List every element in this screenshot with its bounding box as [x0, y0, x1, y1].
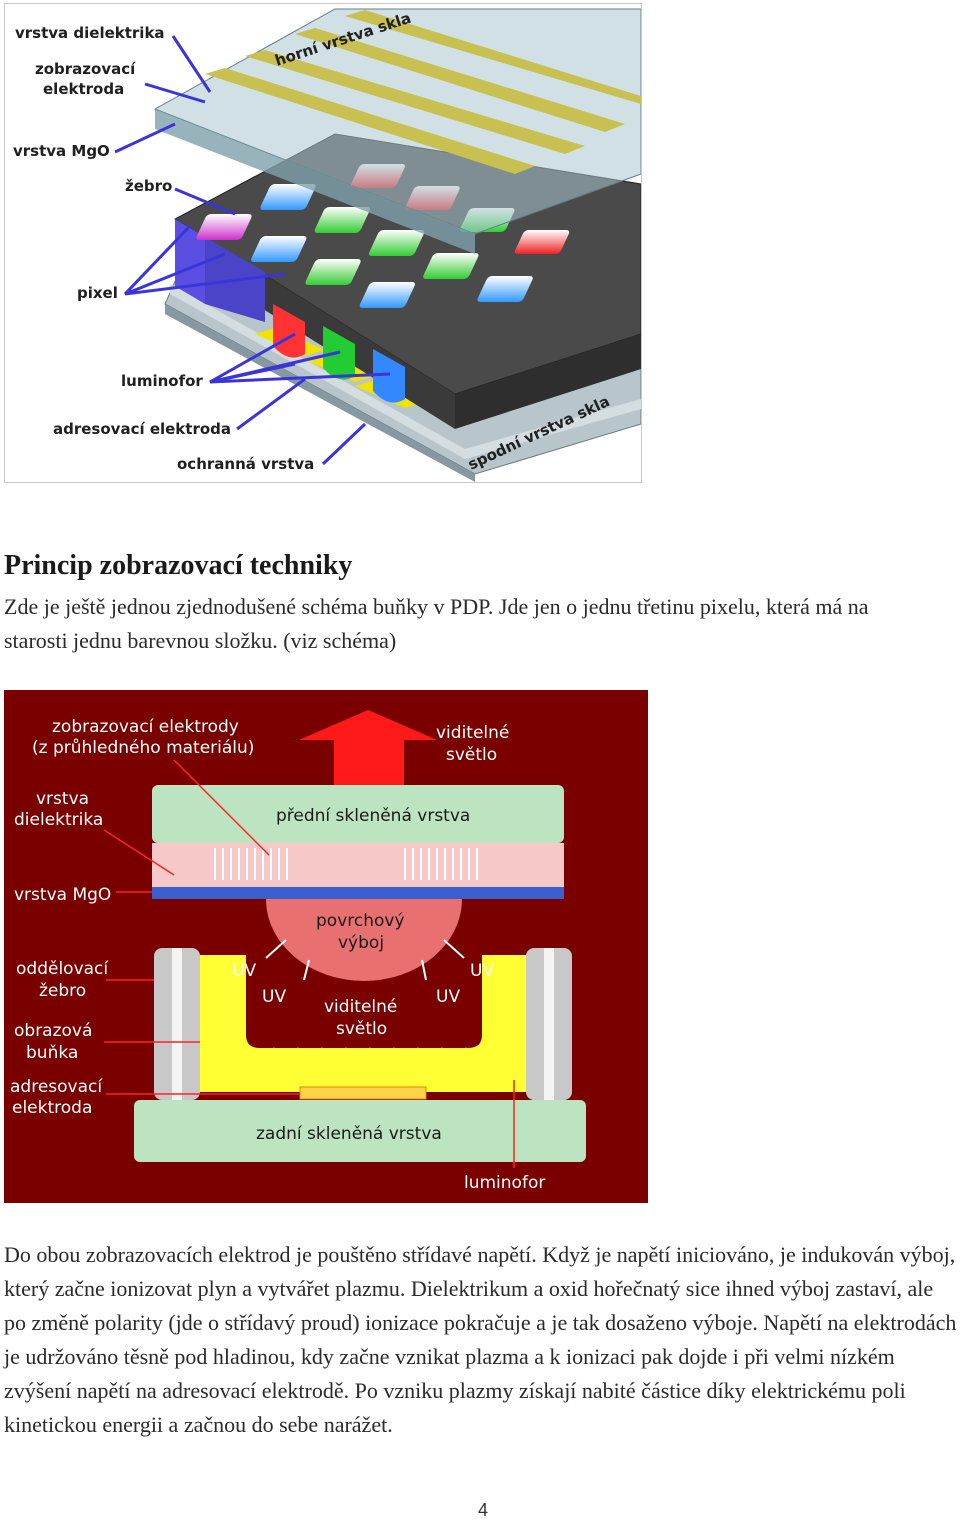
- label-display-cell: obrazová: [14, 1021, 92, 1041]
- pdp-cell-schematic-figure: zobrazovací elektrody (z průhledného mat…: [4, 690, 648, 1203]
- label-protective-layer: ochranná vrstva: [177, 455, 314, 473]
- label-dielectric-2: dielektrika: [14, 810, 103, 830]
- plasma-panel-structure-svg: vrstva dielektrika zobrazovací elektroda…: [13, 8, 641, 482]
- display-electrode-stripe: [245, 50, 585, 154]
- uv-side-arrows: [209, 975, 519, 1041]
- label-display-electrode: zobrazovací: [35, 60, 136, 78]
- label-pointers: [114, 35, 391, 466]
- label-display-cell-2: buňka: [26, 1043, 78, 1063]
- front-glass-layer: [152, 785, 564, 843]
- display-electrode-stripe: [295, 28, 625, 132]
- label-uv-2: UV: [262, 987, 286, 1007]
- visible-light-arrow: [299, 710, 437, 785]
- intro-paragraph: Zde je ještě jednou zjednodušené schéma …: [4, 594, 869, 653]
- visible-light-small-arrows: [242, 1047, 474, 1082]
- label-uv-4: UV: [470, 961, 494, 981]
- uv-rays: [265, 939, 465, 981]
- cell-row: [260, 184, 533, 302]
- display-electrode-stripe: [345, 10, 641, 104]
- display-electrodes: [214, 848, 478, 880]
- address-electrode: [299, 1086, 427, 1100]
- label-visible-light-top-2: světlo: [446, 745, 497, 765]
- label-address-electrode: adresovací elektroda: [53, 420, 231, 438]
- body-paragraph: Do obou zobrazovacích elektrod je pouště…: [4, 1242, 957, 1437]
- section-heading: Princip zobrazovací techniky: [4, 550, 353, 581]
- label-mgo: vrstva MgO: [14, 885, 111, 905]
- dielectric-layer: [152, 843, 564, 887]
- label-separating-rib-2: žebro: [39, 981, 86, 1001]
- label-dielectric: vrstva: [36, 789, 89, 809]
- label-visible-light-mid: viditelné: [324, 997, 397, 1017]
- label-rib: žebro: [125, 177, 172, 195]
- mgo-layer: [152, 887, 564, 899]
- rib-grid-side: [455, 334, 641, 429]
- plasma-panel-structure-figure: vrstva dielektrika zobrazovací elektroda…: [4, 3, 642, 483]
- display-electrode-stripe: [205, 68, 535, 174]
- protective-layer-slab: [170, 284, 641, 459]
- label-surface-discharge-2: výboj: [338, 933, 384, 953]
- page-number: 4: [477, 1500, 488, 1520]
- label-display-electrodes: zobrazovací elektrody: [52, 717, 239, 737]
- rib-front-blue: [175, 219, 205, 304]
- label-separating-rib: oddělovací: [16, 959, 109, 979]
- cell-row: [196, 214, 415, 308]
- label-address-electrode-2: elektroda: [12, 1098, 92, 1118]
- label-surface-discharge: povrchový: [316, 911, 405, 931]
- label-uv-1: UV: [232, 961, 256, 981]
- open-cell-red: [273, 304, 305, 358]
- label-dielectric-layer: vrstva dielektrika: [15, 24, 165, 42]
- surface-discharge: [266, 899, 462, 981]
- label-visible-light-top: viditelné: [436, 723, 509, 743]
- label-visible-light-mid-2: světlo: [336, 1019, 387, 1039]
- top-glass-edge: [155, 109, 475, 254]
- label-rear-glass: zadní skleněná vrstva: [256, 1124, 442, 1144]
- label-display-electrode-2: elektroda: [43, 80, 124, 98]
- label-pointers: [103, 759, 515, 1168]
- label-phosphor: luminofor: [121, 372, 203, 390]
- label-phosphor: luminofor: [464, 1173, 545, 1193]
- rear-glass-layer: [134, 1100, 586, 1162]
- label-front-glass: přední skleněná vrstva: [276, 806, 470, 826]
- label-display-electrodes-2: (z průhledného materiálu): [32, 738, 254, 758]
- bottom-glass-edge: [165, 304, 475, 482]
- pdp-cell-schematic-svg: zobrazovací elektrody (z průhledného mat…: [10, 710, 586, 1193]
- label-address-electrode: adresovací: [10, 1077, 103, 1097]
- open-cell-blue: [373, 349, 405, 403]
- label-mgo-layer: vrstva MgO: [13, 142, 110, 160]
- label-uv-3: UV: [436, 987, 460, 1007]
- label-pixel: pixel: [77, 284, 118, 302]
